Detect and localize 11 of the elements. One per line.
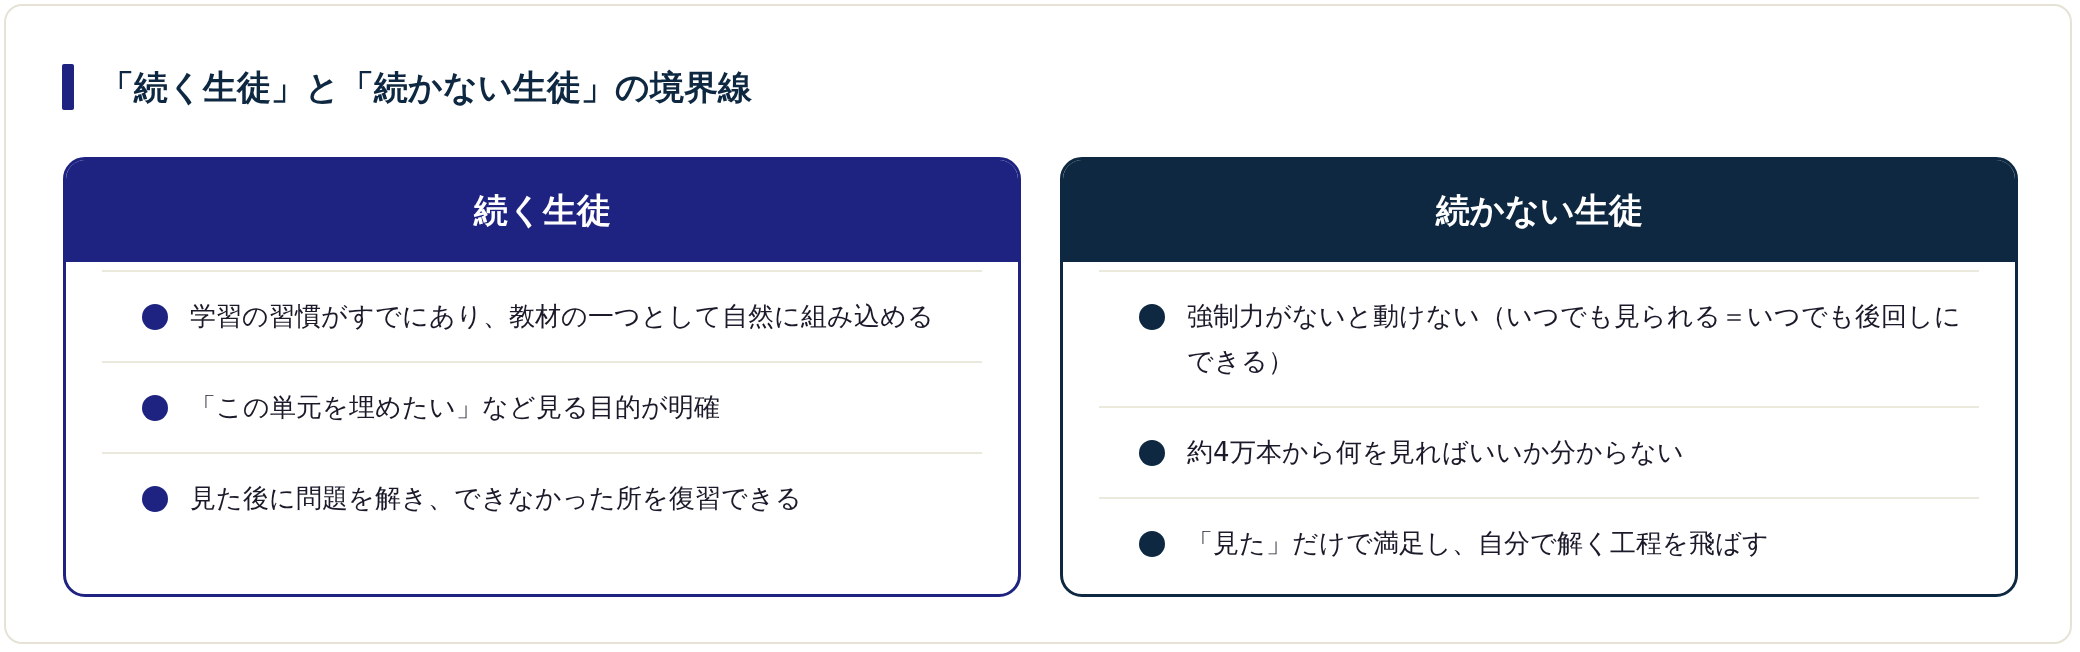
card-header: 続かない生徒 <box>1063 160 2015 262</box>
item-text: 見た後に問題を解き、できなかった所を復習できる <box>190 482 802 515</box>
comparison-card <box>63 157 1021 597</box>
comparison-card <box>1060 157 2018 597</box>
card-header: 続く生徒 <box>66 160 1018 262</box>
heading: 「続く生徒」と「続かない生徒」の境界線 <box>100 66 752 109</box>
item-text: 学習の習慣がすでにあり、教材の一つとして自然に組み込める <box>190 300 934 333</box>
item-text: 強制力がないと動けない（いつでも見られる＝いつでも後回しにできる） <box>1187 300 1962 378</box>
item-text: 約4万本から何を見ればいいか分からない <box>1187 436 1684 469</box>
item-text: 「見た」だけで満足し、自分で解く工程を飛ばす <box>1187 527 1769 560</box>
item-text: 「この単元を埋めたい」など見る目的が明確 <box>190 391 720 424</box>
